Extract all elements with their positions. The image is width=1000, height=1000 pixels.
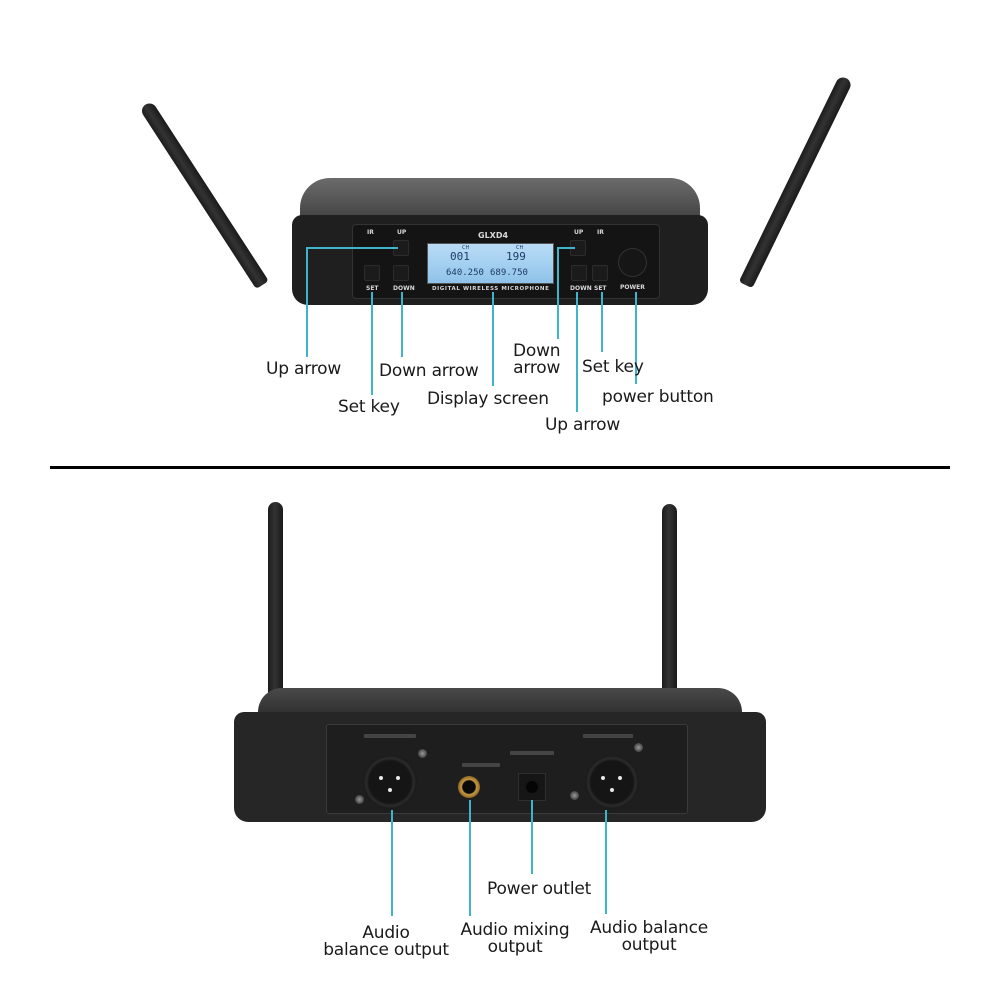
- power-button[interactable]: [619, 249, 646, 276]
- model-name: GLXD4: [478, 231, 509, 240]
- right-up-label: UP: [574, 229, 584, 236]
- leader-mix: [469, 800, 471, 916]
- left-up-button[interactable]: [393, 240, 409, 256]
- left-down-button[interactable]: [393, 265, 409, 281]
- lcd-ch-label-a: CH: [462, 245, 470, 251]
- leader-left-set: [371, 292, 373, 395]
- left-set-button[interactable]: [364, 265, 380, 281]
- callout-audio-balance-output-right: Audio balance output: [589, 918, 709, 955]
- lcd-freq-b: 689.750: [490, 268, 528, 278]
- callout-display-screen: Display screen: [427, 389, 549, 409]
- callout-audio-mixing-output: Audio mixing output: [460, 920, 570, 957]
- lcd-channel-b: 199: [506, 250, 526, 263]
- callout-right-down-arrow: Down arrow: [513, 341, 561, 378]
- front-panel: [352, 224, 660, 299]
- lcd-channel-a: 001: [450, 250, 470, 263]
- leader-balance-left: [391, 810, 393, 916]
- callout-right-set-key: Set key: [582, 357, 644, 377]
- left-set-label: SET: [366, 285, 379, 292]
- rear-silkscreen-mix: [462, 763, 500, 767]
- rear-silkscreen-dc: [510, 751, 554, 755]
- leader-left-down: [401, 292, 403, 357]
- right-down-button[interactable]: [571, 265, 587, 281]
- rear-silkscreen-right: [583, 734, 633, 738]
- right-ir-label: IR: [597, 229, 604, 236]
- power-label: POWER: [620, 284, 645, 291]
- dc-power-inlet[interactable]: [518, 773, 546, 801]
- leader-right-down: [576, 292, 578, 412]
- leader-left-up-v: [306, 247, 308, 357]
- right-antenna: [738, 74, 854, 289]
- leader-right-up-v: [557, 247, 559, 339]
- right-set-label: SET: [594, 285, 607, 292]
- callout-left-down-arrow: Down arrow: [379, 361, 479, 381]
- screw-icon: [355, 795, 364, 804]
- lcd-ch-label-b: CH: [516, 245, 524, 251]
- callout-power-outlet: Power outlet: [487, 879, 592, 899]
- leader-right-set: [601, 292, 603, 352]
- leader-power-outlet: [531, 800, 533, 874]
- left-antenna: [139, 100, 269, 290]
- rear-right-antenna: [662, 504, 677, 698]
- rear-left-antenna: [268, 502, 283, 698]
- left-ir-label: IR: [367, 229, 374, 236]
- panel-caption: Digital Wireless Microphone: [432, 286, 550, 292]
- left-down-label: DOWN: [393, 285, 415, 292]
- right-up-button[interactable]: [570, 240, 586, 256]
- rear-silkscreen-left: [364, 734, 416, 738]
- leader-balance-right: [605, 810, 607, 914]
- right-xlr-output[interactable]: [585, 755, 639, 809]
- section-divider: [50, 466, 950, 469]
- callout-left-up-arrow: Up arrow: [266, 359, 342, 379]
- lcd-display: CH CH 001 199 640.250 689.750: [427, 243, 554, 284]
- callout-left-set-key: Set key: [338, 397, 400, 417]
- leader-power: [635, 292, 637, 384]
- leader-left-up-h: [306, 247, 398, 249]
- screw-icon: [634, 743, 643, 752]
- left-up-label: UP: [397, 229, 407, 236]
- callout-audio-balance-output-left: Audio balance output: [323, 923, 449, 960]
- right-set-button[interactable]: [592, 265, 608, 281]
- callout-power-button: power button: [602, 387, 714, 407]
- leader-display: [492, 292, 494, 386]
- mix-output-jack[interactable]: [458, 776, 480, 798]
- right-down-label: DOWN: [570, 285, 592, 292]
- left-xlr-output[interactable]: [363, 755, 417, 809]
- callout-right-up-arrow: Up arrow: [545, 415, 621, 435]
- screw-icon: [418, 749, 427, 758]
- screw-icon: [570, 791, 579, 800]
- lcd-freq-a: 640.250: [446, 268, 484, 278]
- leader-right-up-h: [557, 247, 575, 249]
